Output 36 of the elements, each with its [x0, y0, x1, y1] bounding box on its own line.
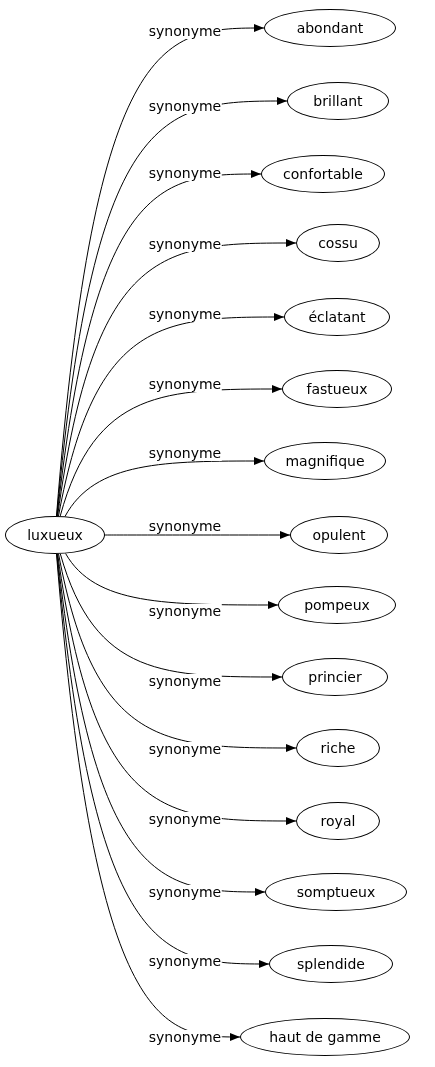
- node-label: luxueux: [27, 527, 83, 543]
- arrow: [58, 553, 297, 752]
- edge-label: synonyme: [147, 884, 223, 900]
- edge-label: synonyme: [147, 953, 223, 969]
- node-label: cossu: [318, 235, 358, 251]
- arrow: [64, 457, 265, 517]
- node-label: fastueux: [306, 381, 368, 397]
- arrow: [59, 553, 283, 681]
- node-label: confortable: [283, 166, 363, 182]
- node-label: brillant: [313, 93, 363, 109]
- node-label: pompeux: [304, 597, 370, 613]
- arrow: [59, 385, 283, 517]
- arrow: [56, 97, 288, 517]
- arrow: [103, 531, 291, 539]
- node-label: princier: [308, 669, 362, 685]
- arrow: [56, 553, 241, 1041]
- node-label: abondant: [296, 20, 364, 36]
- edge-label: synonyme: [147, 1030, 223, 1046]
- arrow: [56, 553, 270, 968]
- arrow: [57, 239, 297, 517]
- edge-label: synonyme: [147, 604, 223, 620]
- arrow: [65, 553, 279, 609]
- node-label: magnifique: [285, 453, 365, 469]
- edge-label: synonyme: [147, 812, 223, 828]
- node-label: éclatant: [308, 309, 366, 325]
- edge-label: synonyme: [147, 741, 223, 757]
- node-label: opulent: [312, 527, 366, 543]
- node-label: splendide: [297, 956, 365, 972]
- arrow: [56, 553, 266, 896]
- arrow: [58, 313, 285, 517]
- node-label: riche: [320, 740, 356, 756]
- node-label: royal: [320, 813, 356, 829]
- edge-label: synonyme: [147, 674, 223, 690]
- arrow: [57, 553, 297, 825]
- node-label: haut de gamme: [269, 1029, 381, 1045]
- node-label: somptueux: [296, 884, 376, 900]
